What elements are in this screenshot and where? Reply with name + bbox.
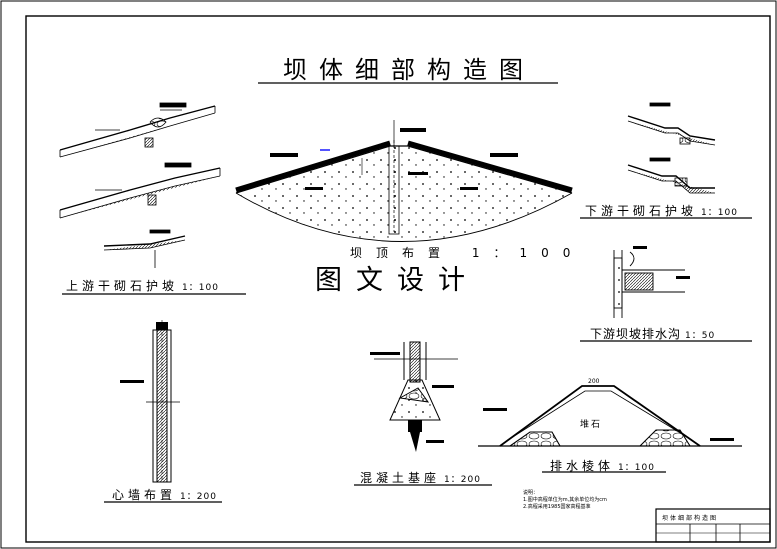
core-wall-scale: 1：200 <box>180 492 217 502</box>
drainage-prism-detail <box>478 385 742 447</box>
drain-ditch-label-text: 下游坝坡排水沟 <box>590 327 682 341</box>
prism-fill-label: 堆石 <box>580 420 603 430</box>
downstream-slope-detail <box>627 102 716 194</box>
drain-prism-label-text: 排水棱体 <box>550 459 615 473</box>
prism-top-width: 200 <box>588 378 600 385</box>
drawing-notes: 说明： 1.图中高程单位为m,其余单位均为cm 2.高程采用1985国家高程基准 <box>523 490 607 511</box>
title-block-name: 坝体细部构造图 <box>662 515 719 522</box>
drain-prism-scale: 1：100 <box>618 463 655 473</box>
core-wall-label-text: 心墙布置 <box>112 488 177 502</box>
concrete-base-scale: 1：200 <box>444 475 481 485</box>
downstream-slope-scale: 1：100 <box>701 208 738 218</box>
upstream-slope-label-text: 上游干砌石护坡 <box>66 279 179 293</box>
notes-heading: 说明： <box>523 490 539 496</box>
dam-crest-section <box>235 120 573 242</box>
concrete-base-detail <box>370 341 458 452</box>
dam-crest-caption: 坝顶布置 1：100 <box>350 246 585 260</box>
inner-border <box>25 15 771 543</box>
drain-ditch-scale: 1：50 <box>685 331 716 341</box>
drain-ditch-detail <box>613 246 690 318</box>
label-underlines <box>62 217 752 503</box>
watermark-text: 图文设计 <box>315 258 479 297</box>
notes-line-1: 1.图中高程单位为m,其余单位均为cm <box>523 497 607 503</box>
upstream-slope-detail <box>59 102 221 268</box>
core-wall-detail <box>120 320 180 483</box>
concrete-base-label-text: 混凝土基座 <box>360 471 441 485</box>
title-block <box>655 508 771 543</box>
upstream-slope-scale: 1：100 <box>182 283 219 293</box>
notes-line-2: 2.高程采用1985国家高程基准 <box>523 504 591 510</box>
downstream-slope-label-text: 下游干砌石护坡 <box>585 204 698 218</box>
page-title: 坝体细部构造图 <box>283 56 535 84</box>
